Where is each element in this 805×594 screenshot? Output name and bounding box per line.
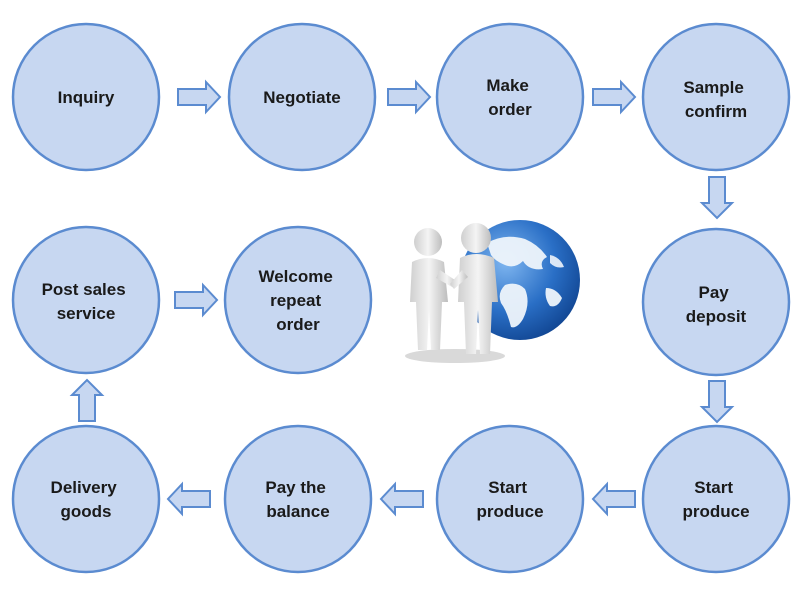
svg-text:Start produce: Start produce <box>476 478 543 521</box>
node-label-line: order <box>276 315 320 334</box>
node-label-line: order <box>488 100 532 119</box>
node-label-line: Start <box>488 478 527 497</box>
node-pay-balance: Pay the balance <box>223 424 373 574</box>
svg-text:Pay deposit: Pay deposit <box>686 283 747 326</box>
arrow-up-icon <box>69 378 105 422</box>
svg-text:Make order: Make order <box>486 76 533 119</box>
node-label-line: deposit <box>686 307 747 326</box>
svg-text:Negotiate: Negotiate <box>263 88 340 107</box>
node-start-produce-middle: Start produce <box>435 424 585 574</box>
node-label-line: goods <box>61 502 112 521</box>
node-start-produce-right: Start produce <box>641 424 791 574</box>
node-inquiry: Inquiry <box>11 22 161 172</box>
edges-layer <box>69 79 735 517</box>
arrow-right-icon <box>387 79 432 115</box>
node-label-line: balance <box>266 502 329 521</box>
arrow-down-icon <box>699 176 735 220</box>
node-label-line: Pay the <box>265 478 325 497</box>
arrow-left-icon <box>379 481 424 517</box>
nodes-layer: Inquiry Negotiate Make order Sample conf… <box>11 22 791 574</box>
node-label-line: Post sales <box>42 280 126 299</box>
arrow-right-icon <box>174 282 219 318</box>
svg-text:Inquiry: Inquiry <box>58 88 115 107</box>
svg-text:Post sales service: Post sales service <box>42 280 131 323</box>
node-make-order: Make order <box>435 22 585 172</box>
svg-text:Pay the balance: Pay the balance <box>265 478 330 521</box>
svg-text:Welcome repeat: Welcome repeat order <box>258 267 337 334</box>
node-label-line: Welcome <box>258 267 332 286</box>
node-negotiate: Negotiate <box>227 22 377 172</box>
arrow-right-icon <box>177 79 222 115</box>
arrow-left-icon <box>591 481 636 517</box>
handshake-globe-icon <box>403 220 616 377</box>
node-label-line: service <box>57 304 116 323</box>
node-label-line: Pay <box>699 283 730 302</box>
node-label-line: Sample <box>683 78 743 97</box>
person-right-icon <box>450 223 498 354</box>
node-label-line: Start <box>694 478 733 497</box>
node-pay-deposit: Pay deposit <box>641 227 791 377</box>
arrow-down-icon <box>699 380 735 424</box>
node-post-sales-service: Post sales service <box>11 225 161 375</box>
node-label-line: confirm <box>685 102 747 121</box>
svg-text:Sample confirm: Sample confirm <box>683 78 748 121</box>
node-delivery-goods: Delivery goods <box>11 424 161 574</box>
svg-text:Start produce: Start produce <box>682 478 749 521</box>
arrow-right-icon <box>592 79 637 115</box>
node-label-line: Make <box>486 76 529 95</box>
node-welcome-repeat-order: Welcome repeat order <box>223 225 373 375</box>
arrow-left-icon <box>166 481 211 517</box>
node-label-line: Negotiate <box>263 88 340 107</box>
node-sample-confirm: Sample confirm <box>641 22 791 172</box>
node-label-line: Inquiry <box>58 88 115 107</box>
node-label-line: produce <box>682 502 749 521</box>
person-left-icon <box>410 228 458 350</box>
node-label-line: produce <box>476 502 543 521</box>
node-label-line: repeat <box>270 291 321 310</box>
node-label-line: Delivery <box>51 478 118 497</box>
svg-text:Delivery goods: Delivery goods <box>51 478 122 521</box>
